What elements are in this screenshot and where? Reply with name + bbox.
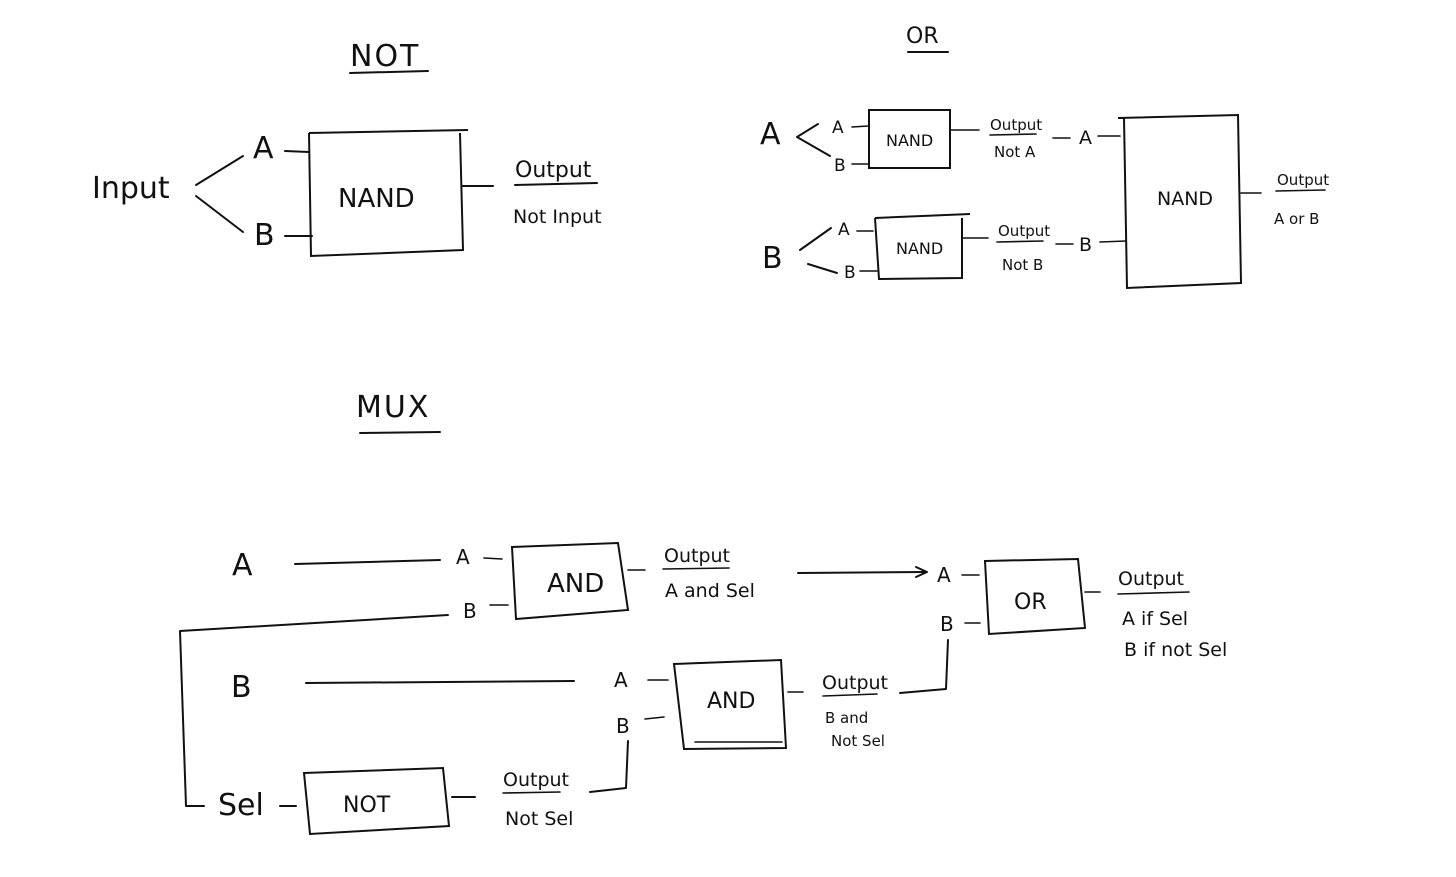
or-g1-pin-a: A (832, 118, 844, 138)
or-g1-output-value: Not A (994, 143, 1036, 161)
not-nand-label: NAND (338, 184, 415, 214)
or-final-pin-a: A (1079, 127, 1092, 149)
not-output-underline (514, 182, 598, 186)
or-input-b: B (762, 241, 783, 276)
not-input-label: Input (92, 171, 170, 206)
or-final-output-value: A or B (1274, 210, 1319, 228)
or-final-pin-b-wire (1099, 240, 1127, 243)
mux-and1-to-or-arrowhead (915, 566, 928, 578)
not-nand-box (308, 129, 469, 258)
mux-not-output-underline (502, 791, 561, 794)
mux-or-output-underline (1117, 591, 1190, 595)
or-g2-output-label: Output (998, 222, 1050, 240)
not-output-label: Output (515, 158, 592, 183)
mux-input-b-wire (305, 680, 575, 684)
not-title: NOT (350, 39, 420, 74)
not-pin-a: A (253, 131, 274, 166)
mux-not-box (302, 766, 451, 836)
or-g2-nand-box (874, 213, 971, 281)
or-split-a (796, 123, 831, 157)
not-split-wire-a (195, 155, 244, 186)
mux-not-to-and2-wire (589, 740, 629, 793)
or-g2-pin-b: B (844, 263, 856, 283)
mux-and2-label: AND (707, 689, 755, 714)
mux-and2-output-value-line1: B and (825, 709, 868, 727)
or-final-label: NAND (1157, 188, 1213, 210)
or-final-output-label: Output (1277, 171, 1329, 189)
or-final-pin-b: B (1079, 234, 1092, 256)
or-input-a: A (760, 117, 781, 152)
not-section: NOT Input A B NAND Output Not Input (92, 39, 602, 258)
mux-input-sel: Sel (218, 788, 264, 823)
or-g1-nand-box (868, 109, 951, 169)
or-g1-label: NAND (886, 131, 933, 150)
mux-or-output-value-line2: B if not Sel (1124, 639, 1227, 661)
mux-and1-output-value: A and Sel (665, 580, 755, 602)
mux-or-pin-b: B (940, 612, 954, 636)
mux-input-b: B (231, 670, 252, 705)
mux-input-a-wire (294, 559, 441, 565)
mux-or-output-value-line1: A if Sel (1122, 608, 1188, 630)
mux-and1-to-or-wire (797, 571, 926, 574)
mux-or-output-label: Output (1118, 568, 1184, 590)
mux-input-a: A (232, 548, 253, 583)
or-g1-pin-a-wire (851, 125, 869, 128)
mux-sel-bus-wire (179, 614, 449, 807)
not-output-value: Not Input (513, 206, 602, 228)
mux-and1-output-underline (662, 567, 730, 570)
or-final-output-underline (1275, 189, 1326, 192)
mux-and1-box (510, 541, 630, 621)
mux-not-label: NOT (343, 793, 391, 818)
or-g2-pin-a: A (838, 220, 850, 240)
mux-and2-box (672, 658, 788, 751)
or-g2-label: NAND (896, 239, 943, 258)
mux-and2-pin-b: B (616, 714, 630, 738)
not-split-wire-b (195, 195, 244, 233)
mux-or-box (983, 557, 1087, 636)
mux-section: MUX A A B AND Output A and Sel B A B AND (179, 390, 1227, 836)
or-g1-output-label: Output (990, 116, 1042, 134)
mux-and2-pin-b-wire (644, 716, 665, 720)
mux-and2-output-value-line2: Not Sel (831, 732, 885, 750)
mux-title-underline (359, 431, 441, 434)
or-g2-output-underline (996, 240, 1044, 243)
not-pin-b: B (254, 218, 275, 253)
or-split-b (799, 227, 838, 274)
mux-and1-pin-a: A (456, 545, 470, 569)
not-pin-a-wire (284, 150, 310, 153)
not-title-underline (349, 70, 429, 74)
or-g2-output-value: Not B (1002, 256, 1043, 274)
mux-or-label: OR (1014, 590, 1047, 615)
mux-not-output-label: Output (503, 769, 569, 791)
mux-or-pin-a: A (937, 563, 951, 587)
mux-and2-output-label: Output (822, 672, 888, 694)
or-section: OR A B A B NAND Output Not A A B NAND Ou… (760, 24, 1329, 290)
mux-and1-pin-b: B (463, 599, 477, 623)
mux-and2-output-underline (822, 693, 878, 697)
mux-and2-pin-a: A (614, 668, 628, 692)
mux-title: MUX (356, 390, 430, 425)
mux-and1-label: AND (547, 569, 604, 599)
or-g1-pin-b: B (834, 156, 846, 176)
or-g1-output-underline (989, 133, 1037, 136)
mux-not-output-value: Not Sel (505, 808, 573, 830)
or-final-nand-box (1117, 113, 1243, 290)
mux-and1-output-label: Output (664, 545, 730, 567)
mux-and2-to-or-wire (899, 639, 949, 694)
or-title: OR (906, 24, 939, 49)
mux-and1-pin-a-wire (483, 557, 503, 560)
